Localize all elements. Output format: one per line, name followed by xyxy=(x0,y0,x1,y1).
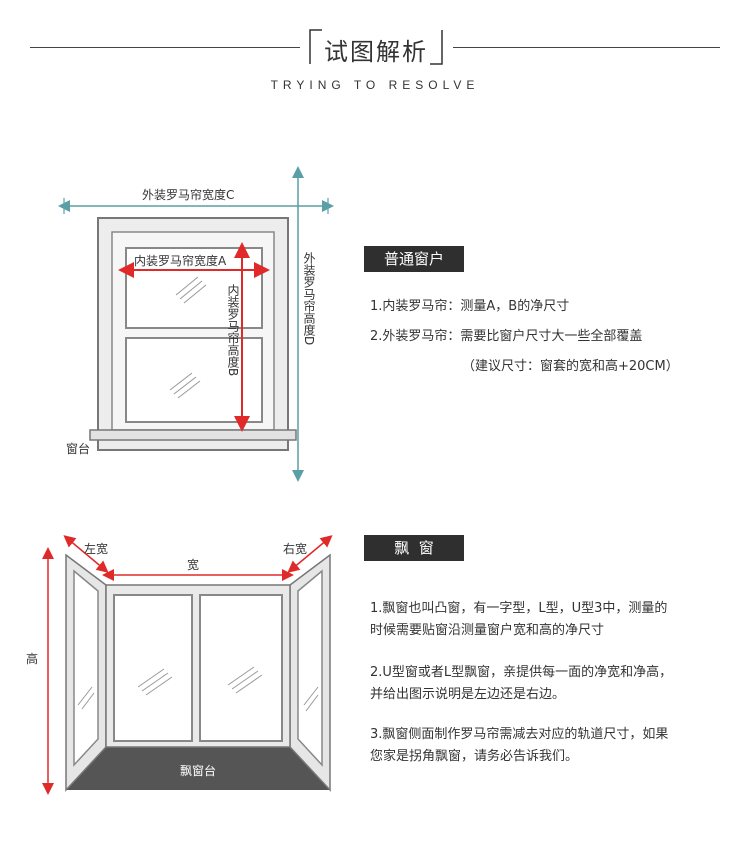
bay-line-3: 2.U型窗或者L型飘窗，亲提供每一面的净宽和净高， xyxy=(370,665,673,680)
section-tag-standard-window: 普通窗户 xyxy=(364,246,464,272)
standard-line-2: 2.外装罗马帘：需要比窗户尺寸大一些全部覆盖 xyxy=(370,329,643,344)
title-bracket: 试图解析 xyxy=(300,24,452,70)
bay-center-right-sash xyxy=(199,594,283,742)
glass-reflection-icon xyxy=(77,666,319,712)
glass-reflection-icon xyxy=(169,276,207,399)
page-subtitle: TRYING TO RESOLVE xyxy=(270,78,480,92)
inner-width-label: 内装罗马帘宽度A xyxy=(134,252,227,269)
left-width-label: 左宽 xyxy=(84,542,109,556)
standard-line-3: （建议尺寸：窗套的宽和高+20CM） xyxy=(462,359,679,374)
bay-line-2: 时候需要贴窗沿测量窗户宽和高的净尺寸 xyxy=(370,623,605,638)
standard-line-1: 1.内装罗马帘：测量A，B的净尺寸 xyxy=(370,299,570,314)
bay-platform xyxy=(66,747,330,790)
sill-label: 窗台 xyxy=(66,442,91,456)
width-label: 宽 xyxy=(187,558,200,572)
bay-window-diagram xyxy=(42,535,333,795)
bay-line-5: 3.飘窗侧面制作罗马帘需减去对应的轨道尺寸，如果 xyxy=(370,727,669,742)
section-tag-bay-window: 飘 窗 xyxy=(364,535,464,561)
left-width-measure xyxy=(63,535,109,573)
header-rule-left xyxy=(30,47,300,48)
window-sill xyxy=(89,429,297,441)
bay-line-1: 1.飘窗也叫凸窗，有一字型，L型，U型3中，测量的 xyxy=(370,601,668,616)
header-rule-right xyxy=(453,47,720,48)
title-bracket-shape xyxy=(309,29,443,65)
outer-width-label: 外装罗马帘宽度C xyxy=(140,186,237,203)
bay-line-4: 并给出图示说明是左边还是右边。 xyxy=(370,687,566,702)
right-width-measure xyxy=(287,535,333,573)
platform-label: 飘窗台 xyxy=(180,764,217,778)
height-label: 高 xyxy=(26,652,39,666)
outer-height-label: 外装罗马帘高度D xyxy=(302,252,316,346)
right-width-label: 右宽 xyxy=(283,542,308,556)
bay-center-left-sash xyxy=(113,594,193,742)
inner-height-label: 内装罗马帘高度B xyxy=(226,284,240,377)
bay-line-6: 您家是拐角飘窗，请务必告诉我们。 xyxy=(370,749,579,764)
page-title: 试图解析 xyxy=(324,38,428,66)
